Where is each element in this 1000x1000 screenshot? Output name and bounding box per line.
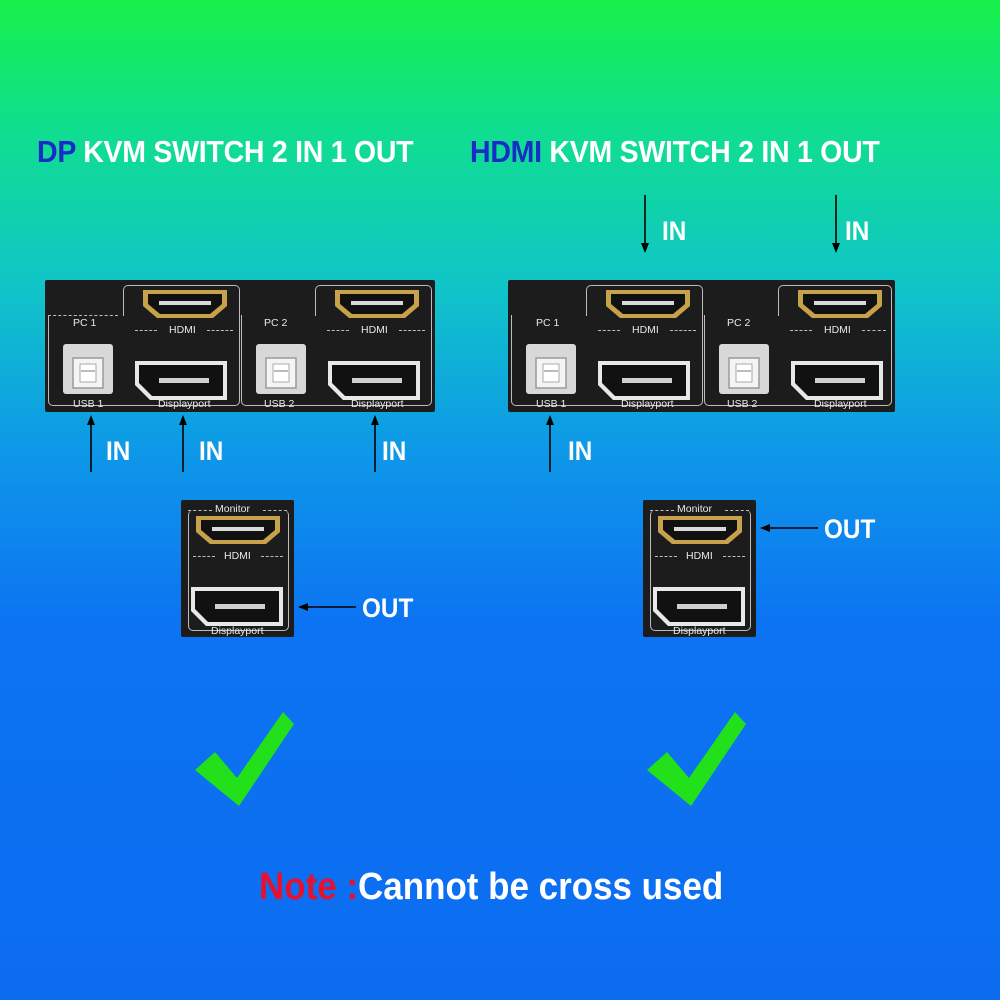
monitor-hdmi-label: HDMI	[686, 550, 713, 562]
note-prefix: Note :	[259, 866, 359, 908]
in-label: IN	[106, 436, 131, 466]
pc2-dp-label: Displayport	[814, 398, 867, 410]
pc1-dp-label: Displayport	[158, 398, 211, 410]
pc1-frame	[123, 285, 240, 316]
dp-kvm-title: DP KVM SWITCH 2 IN 1 OUT	[37, 134, 414, 170]
in-label: IN	[568, 436, 593, 466]
usb1-label: USB 1	[536, 398, 567, 410]
monitor-dp-label: Displayport	[673, 625, 726, 637]
hdmi-title-rest: KVM SWITCH 2 IN 1 OUT	[541, 134, 880, 169]
pc1-label: PC 1	[536, 317, 560, 329]
hdmi-switch-output-panel: Monitor HDMI Displayport	[643, 500, 756, 637]
hdmi-title-highlight: HDMI	[470, 134, 542, 169]
monitor-label: Monitor	[215, 503, 251, 515]
in-label: IN	[845, 216, 870, 246]
in-label: IN	[382, 436, 407, 466]
monitor-dp-label: Displayport	[211, 625, 264, 637]
pc2-hdmi-label: HDMI	[361, 324, 388, 336]
hdmi-kvm-title: HDMI KVM SWITCH 2 IN 1 OUT	[470, 134, 880, 170]
out-label: OUT	[824, 514, 876, 544]
checkmark-icon	[647, 712, 746, 806]
monitor-label: Monitor	[677, 503, 713, 515]
dp-title-highlight: DP	[37, 134, 76, 169]
usb2-label: USB 2	[727, 398, 758, 410]
hdmi-switch-input-panel: PC 1 HDMI USB 1 Displayport PC 2 HDMI US…	[508, 280, 895, 412]
pc2-label: PC 2	[264, 317, 288, 329]
dp-switch-input-panel: PC 1 HDMI USB 1 Displayport PC 2 HDMI US…	[45, 280, 435, 412]
pc1-dp-label: Displayport	[621, 398, 674, 410]
pc1-hdmi-label: HDMI	[632, 324, 659, 336]
usb2-label: USB 2	[264, 398, 295, 410]
out-label: OUT	[362, 593, 414, 623]
note-body: Cannot be cross used	[358, 866, 724, 908]
pc2-hdmi-label: HDMI	[824, 324, 851, 336]
note-text: Note :Cannot be cross used	[259, 866, 723, 909]
pc1-label: PC 1	[73, 317, 97, 329]
dp-title-rest: KVM SWITCH 2 IN 1 OUT	[75, 134, 414, 169]
in-label: IN	[662, 216, 687, 246]
pc1-frame-lower	[48, 315, 240, 406]
in-label: IN	[199, 436, 224, 466]
pc1-hdmi-label: HDMI	[169, 324, 196, 336]
dp-switch-output-panel: Monitor HDMI Displayport	[181, 500, 294, 637]
usb1-label: USB 1	[73, 398, 104, 410]
checkmark-icon	[195, 712, 294, 806]
pc2-dp-label: Displayport	[351, 398, 404, 410]
pc2-label: PC 2	[727, 317, 751, 329]
monitor-hdmi-label: HDMI	[224, 550, 251, 562]
